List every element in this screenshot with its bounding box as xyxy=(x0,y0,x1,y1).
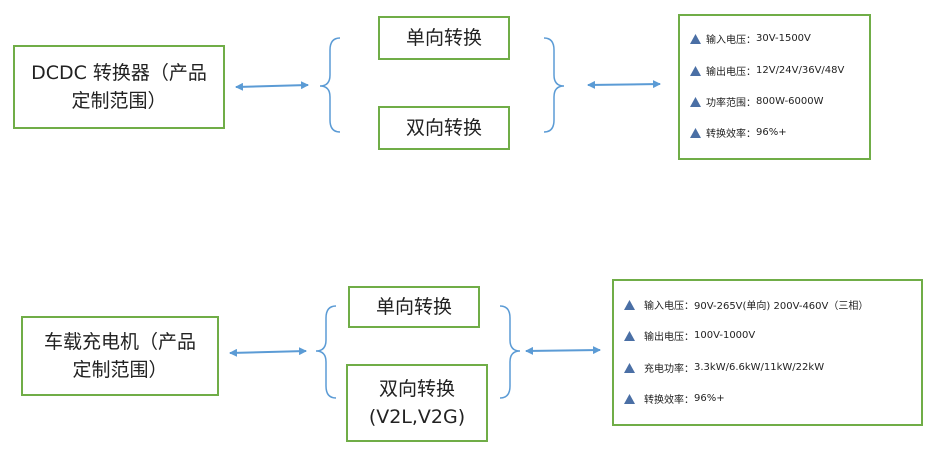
bottom-spec-efficiency-value: 96%+ xyxy=(694,393,725,404)
bottom-left-double-arrow xyxy=(229,347,307,357)
bottom-right-brace xyxy=(499,305,521,399)
onboard-charger-label-line2: 定制范围） xyxy=(72,359,168,381)
bottom-spec-efficiency-label: 转换效率： xyxy=(644,395,694,406)
bottom-one-way-box: 单向转换 xyxy=(348,286,480,328)
bottom-spec-row: 充电功率：3.3kW/6.6kW/11kW/22kW xyxy=(624,360,824,375)
bottom-spec-output-value: 100V-1000V xyxy=(694,330,756,341)
top-spec-row: 转换效率：96%+ xyxy=(690,125,787,140)
bottom-spec-row: 输入电压：90V-265V(单向) 200V-460V（三相） xyxy=(624,297,868,312)
triangle-bullet-icon xyxy=(624,330,635,341)
triangle-bullet-icon xyxy=(690,65,701,76)
top-right-double-arrow xyxy=(587,80,661,89)
top-spec-efficiency-label: 转换效率： xyxy=(706,129,756,140)
top-spec-input-value: 30V-1500V xyxy=(756,33,811,44)
top-two-way-label: 双向转换 xyxy=(405,117,482,139)
top-left-brace xyxy=(319,37,341,133)
top-left-double-arrow xyxy=(235,81,309,91)
bottom-spec-box: 输入电压：90V-265V(单向) 200V-460V（三相） 输出电压：100… xyxy=(612,279,923,426)
triangle-bullet-icon xyxy=(624,299,635,310)
bottom-two-way-label-line1: 双向转换 xyxy=(378,378,455,400)
top-one-way-box: 单向转换 xyxy=(378,16,510,60)
top-spec-row: 功率范围：800W-6000W xyxy=(690,94,824,109)
top-spec-row: 输入电压：30V-1500V xyxy=(690,31,811,46)
top-two-way-box: 双向转换 xyxy=(378,106,510,150)
bottom-two-way-label-line2: (V2L,V2G) xyxy=(368,406,466,428)
bottom-spec-input-value: 90V-265V(单向) 200V-460V（三相） xyxy=(694,301,869,312)
top-spec-output-value: 12V/24V/36V/48V xyxy=(756,65,845,76)
top-spec-row: 输出电压：12V/24V/36V/48V xyxy=(690,63,844,78)
bottom-one-way-label: 单向转换 xyxy=(375,296,452,318)
bottom-right-double-arrow xyxy=(525,346,601,355)
onboard-charger-label-line1: 车载充电机（产品 xyxy=(43,331,196,353)
top-spec-input-label: 输入电压： xyxy=(706,35,756,46)
triangle-bullet-icon xyxy=(624,393,635,404)
bottom-spec-input-label: 输入电压： xyxy=(644,301,694,312)
onboard-charger-box: 车载充电机（产品 定制范围） xyxy=(21,316,219,396)
triangle-bullet-icon xyxy=(624,362,635,373)
top-spec-efficiency-value: 96%+ xyxy=(756,127,787,138)
top-spec-box: 输入电压：30V-1500V 输出电压：12V/24V/36V/48V 功率范围… xyxy=(678,14,871,160)
bottom-spec-power-label: 充电功率： xyxy=(644,364,694,375)
top-spec-power-label: 功率范围： xyxy=(706,98,756,109)
bottom-spec-row: 输出电压：100V-1000V xyxy=(624,328,755,343)
bottom-spec-power-value: 3.3kW/6.6kW/11kW/22kW xyxy=(694,362,825,373)
dcdc-converter-label-line2: 定制范围） xyxy=(71,90,167,112)
top-right-brace xyxy=(543,37,565,133)
dcdc-converter-box: DCDC 转换器（产品 定制范围） xyxy=(13,45,225,129)
bottom-spec-row: 转换效率：96%+ xyxy=(624,391,725,406)
triangle-bullet-icon xyxy=(690,33,701,44)
dcdc-converter-label-line1: DCDC 转换器（产品 xyxy=(31,62,207,84)
triangle-bullet-icon xyxy=(690,127,701,138)
triangle-bullet-icon xyxy=(690,96,701,107)
bottom-two-way-box: 双向转换 (V2L,V2G) xyxy=(346,364,488,442)
bottom-spec-output-label: 输出电压： xyxy=(644,332,694,343)
top-spec-output-label: 输出电压： xyxy=(706,67,756,78)
top-spec-power-value: 800W-6000W xyxy=(756,96,824,107)
bottom-left-brace xyxy=(315,305,337,399)
top-one-way-label: 单向转换 xyxy=(405,27,482,49)
